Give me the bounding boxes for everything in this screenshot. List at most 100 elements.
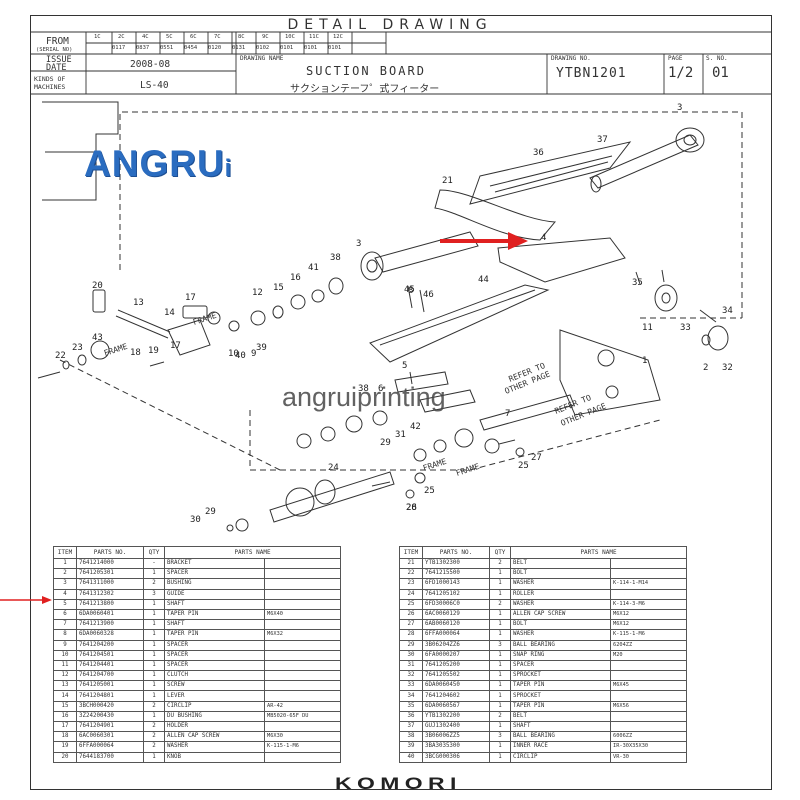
cell-parts-no: 7641312302 — [76, 588, 144, 600]
cell-item: 13 — [53, 680, 77, 692]
cell-qty: 1 — [143, 608, 165, 621]
callout-number: 17 — [170, 341, 181, 351]
callout-number: 26 — [406, 503, 417, 513]
col-item: ITEM — [399, 546, 423, 559]
cell-parts-no: YTB1302200 — [422, 710, 490, 723]
cell-qty: 1 — [489, 649, 511, 661]
cell-parts-no: 7641204901 — [76, 720, 144, 733]
issue-label: ISSUE — [46, 55, 72, 65]
cell-item: 18 — [53, 731, 77, 743]
machines-label: MACHINES — [34, 83, 66, 91]
cell-parts-name: BOLT — [510, 568, 611, 580]
cell-item: 9 — [53, 639, 77, 651]
page-value: 1/2 — [668, 65, 694, 81]
cell-parts-no: 3BCG000306 — [422, 751, 490, 763]
cell-item: 33 — [399, 680, 423, 692]
cell-spec — [264, 670, 341, 682]
callout-number: 35 — [632, 278, 643, 288]
cell-spec: 6204ZZ — [610, 639, 687, 651]
cell-qty: 1 — [143, 568, 165, 580]
cell-parts-name: TAPER PIN — [164, 608, 265, 621]
cell-parts-no: YTB1302300 — [422, 557, 490, 570]
cell-parts-name: BALL BEARING — [510, 731, 611, 743]
cell-item: 8 — [53, 629, 77, 641]
cell-parts-no: 6AC0060129 — [422, 608, 490, 621]
cell-qty: 3 — [489, 639, 511, 651]
cell-parts-name: BOLT — [510, 619, 611, 631]
callout-number: 3 — [356, 239, 361, 249]
callout-number: 29 — [205, 507, 216, 517]
cell-item: 4 — [53, 588, 77, 600]
cell-spec — [264, 588, 341, 600]
cell-spec — [610, 690, 687, 702]
cell-item: 32 — [399, 670, 423, 682]
serial-code: 12C — [333, 34, 343, 40]
angrui-logo: ANGRUi — [84, 143, 233, 184]
cell-spec: K-115-1-M6 — [264, 741, 341, 753]
cell-item: 14 — [53, 690, 77, 702]
cell-qty: 2 — [143, 578, 165, 590]
serial-value: 0101 — [280, 45, 294, 51]
cell-item: 17 — [53, 720, 77, 733]
callout-number: 33 — [680, 323, 691, 333]
cell-parts-no: 7641311000 — [76, 578, 144, 590]
cell-spec: K-114-3-M6 — [610, 598, 687, 610]
callout-number: 28 — [406, 503, 417, 513]
cell-qty: 1 — [489, 741, 511, 753]
cell-parts-name: SPROCKET — [510, 690, 611, 702]
cell-parts-no: 7641213900 — [76, 619, 144, 631]
cell-item: 1 — [53, 557, 77, 570]
cell-parts-name: TAPER PIN — [510, 680, 611, 692]
cell-parts-name: TAPER PIN — [510, 700, 611, 712]
serial-code: 7C — [214, 34, 221, 40]
cell-parts-no: 3BCH000420 — [76, 700, 144, 712]
cell-parts-no: 7641204501 — [76, 649, 144, 661]
cell-item: 40 — [399, 751, 423, 763]
cell-qty: 1 — [489, 578, 511, 590]
cell-item: 29 — [399, 639, 423, 651]
cell-parts-name: KNOB — [164, 751, 265, 763]
cell-item: 39 — [399, 741, 423, 753]
col-qty: QTY — [489, 546, 511, 559]
cell-item: 26 — [399, 608, 423, 621]
cell-parts-name: BELT — [510, 710, 611, 723]
cell-spec — [264, 578, 341, 590]
cell-qty: 2 — [143, 731, 165, 743]
callout-number: 40 — [235, 351, 246, 361]
cell-qty: 2 — [489, 557, 511, 570]
cell-qty: 1 — [489, 700, 511, 712]
cell-parts-name: BALL BEARING — [510, 639, 611, 651]
serial-value: 0551 — [160, 45, 174, 51]
cell-parts-name: SHAFT — [164, 619, 265, 631]
cell-qty: 1 — [143, 629, 165, 641]
callout-number: 6 — [378, 384, 383, 394]
cell-spec — [264, 639, 341, 651]
callout-number: 20 — [92, 281, 103, 291]
cell-qty: 1 — [489, 670, 511, 682]
cell-parts-no: 6FD30006C0 — [422, 598, 490, 610]
cell-qty: 1 — [489, 629, 511, 641]
cell-spec — [610, 670, 687, 682]
cell-qty: 1 — [489, 680, 511, 692]
cell-item: 34 — [399, 690, 423, 702]
cell-spec — [610, 720, 687, 733]
callout-number: 22 — [55, 351, 66, 361]
cell-parts-name: SHAFT — [164, 598, 265, 610]
cell-spec: M20 — [610, 649, 687, 661]
cell-item: 36 — [399, 710, 423, 723]
cell-qty: 1 — [489, 608, 511, 621]
